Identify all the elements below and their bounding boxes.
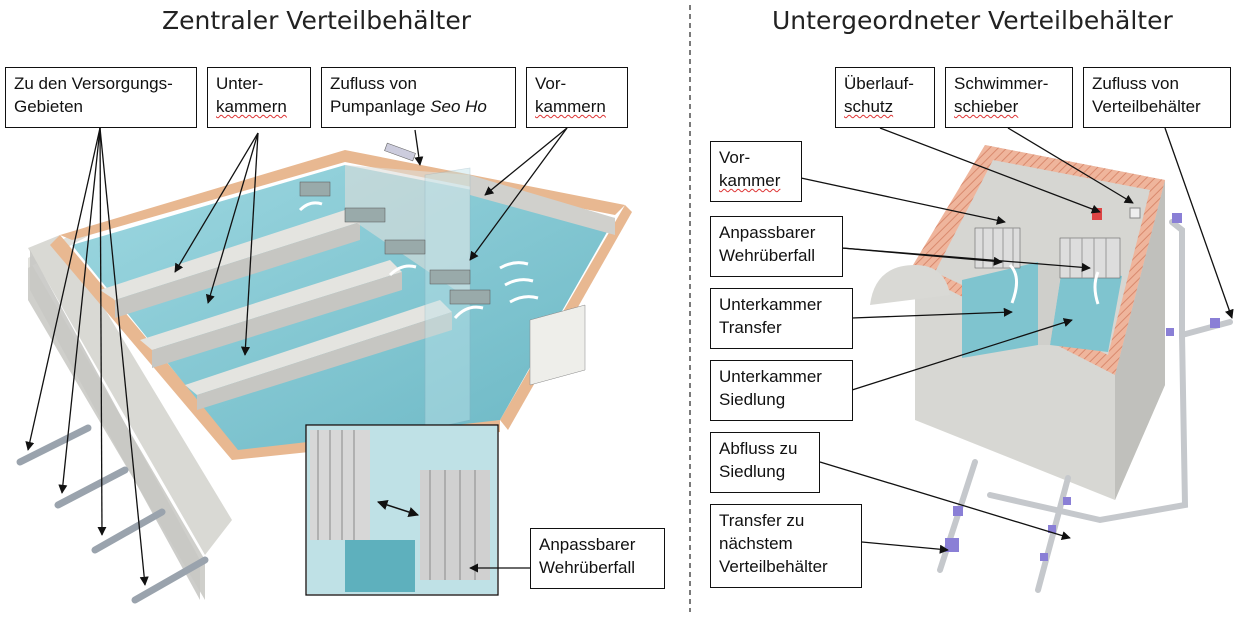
- label-prechambers: Vor- kammern: [526, 67, 628, 128]
- label-float-valve: Schwimmer- schieber: [945, 67, 1073, 128]
- label-prechamber: Vor- kammer: [710, 141, 802, 202]
- label-inflow-distribution: Zufluss von Verteilbehälter: [1083, 67, 1231, 128]
- label-subchamber-settlement: Unterkammer Siedlung: [710, 360, 853, 421]
- right-leader-lines: [800, 127, 1234, 554]
- right-title: Untergeordneter Verteilbehälter: [772, 6, 1173, 35]
- label-subchambers: Unter- kammern: [207, 67, 311, 128]
- label-adjustable-weir-left: Anpassbarer Wehrüberfall: [530, 528, 665, 589]
- sub-tank-illustration: [870, 145, 1233, 593]
- label-adjustable-weir-right: Anpassbarer Wehrüberfall: [710, 216, 843, 277]
- left-leader-lines: [25, 127, 568, 586]
- label-outflow-settlement: Abfluss zu Siedlung: [710, 432, 820, 493]
- label-supply-areas: Zu den Versorgungs- Gebieten: [5, 67, 197, 128]
- label-overflow-protection: Überlauf- schutz: [835, 67, 935, 128]
- label-transfer-next: Transfer zu nächstem Verteilbehälter: [710, 504, 862, 588]
- label-subchamber-transfer: Unterkammer Transfer: [710, 288, 853, 349]
- central-tank-illustration: [16, 142, 632, 604]
- label-inflow-pump: Zufluss von Pumpanlage Seo Ho: [321, 67, 516, 128]
- left-title: Zentraler Verteilbehälter: [162, 6, 472, 35]
